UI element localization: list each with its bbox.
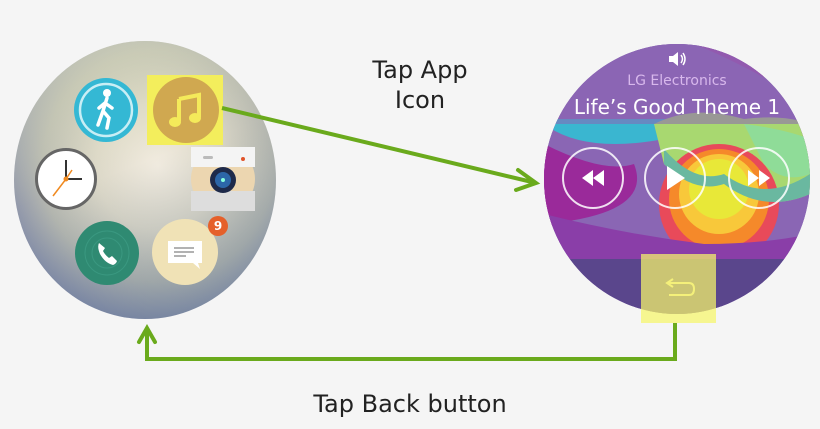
camera-app-icon[interactable] xyxy=(191,147,255,211)
clock-icon xyxy=(52,160,82,197)
track-title: Life’s Good Theme 1 xyxy=(573,95,781,119)
back-button[interactable] xyxy=(641,254,716,323)
fast-forward-button[interactable] xyxy=(728,147,790,209)
music-app-icon[interactable] xyxy=(153,77,219,143)
music-note-icon xyxy=(169,92,201,127)
watch-app-launcher: 9 xyxy=(14,41,276,319)
tap-back-button-label: Tap Back button xyxy=(313,390,507,418)
badge-count: 9 xyxy=(213,219,223,233)
play-button[interactable] xyxy=(644,147,706,209)
camera-icon xyxy=(191,147,255,211)
runner-icon xyxy=(78,82,134,138)
rewind-button[interactable] xyxy=(562,147,624,209)
unread-badge: 9 xyxy=(208,216,228,236)
phone-icon xyxy=(84,230,130,276)
fast-forward-icon xyxy=(748,170,770,186)
label-line-2: Icon xyxy=(394,86,446,114)
messages-app-icon[interactable] xyxy=(152,219,218,285)
rewind-icon xyxy=(582,170,604,186)
tap-app-icon-label: Tap App Icon xyxy=(340,55,500,115)
phone-app-icon[interactable] xyxy=(75,221,139,285)
clock-app-icon[interactable] xyxy=(35,148,97,210)
speaker-icon xyxy=(669,52,686,66)
label-line-1: Tap App xyxy=(372,56,468,84)
volume-icon[interactable] xyxy=(666,49,690,69)
artist-name: LG Electronics xyxy=(627,73,727,89)
back-arrow-icon xyxy=(664,277,695,296)
back-arrow-flow xyxy=(137,323,677,361)
forward-arrow xyxy=(221,106,541,192)
fitness-app-icon[interactable] xyxy=(74,78,138,142)
message-icon xyxy=(168,241,202,269)
play-icon xyxy=(667,166,685,190)
